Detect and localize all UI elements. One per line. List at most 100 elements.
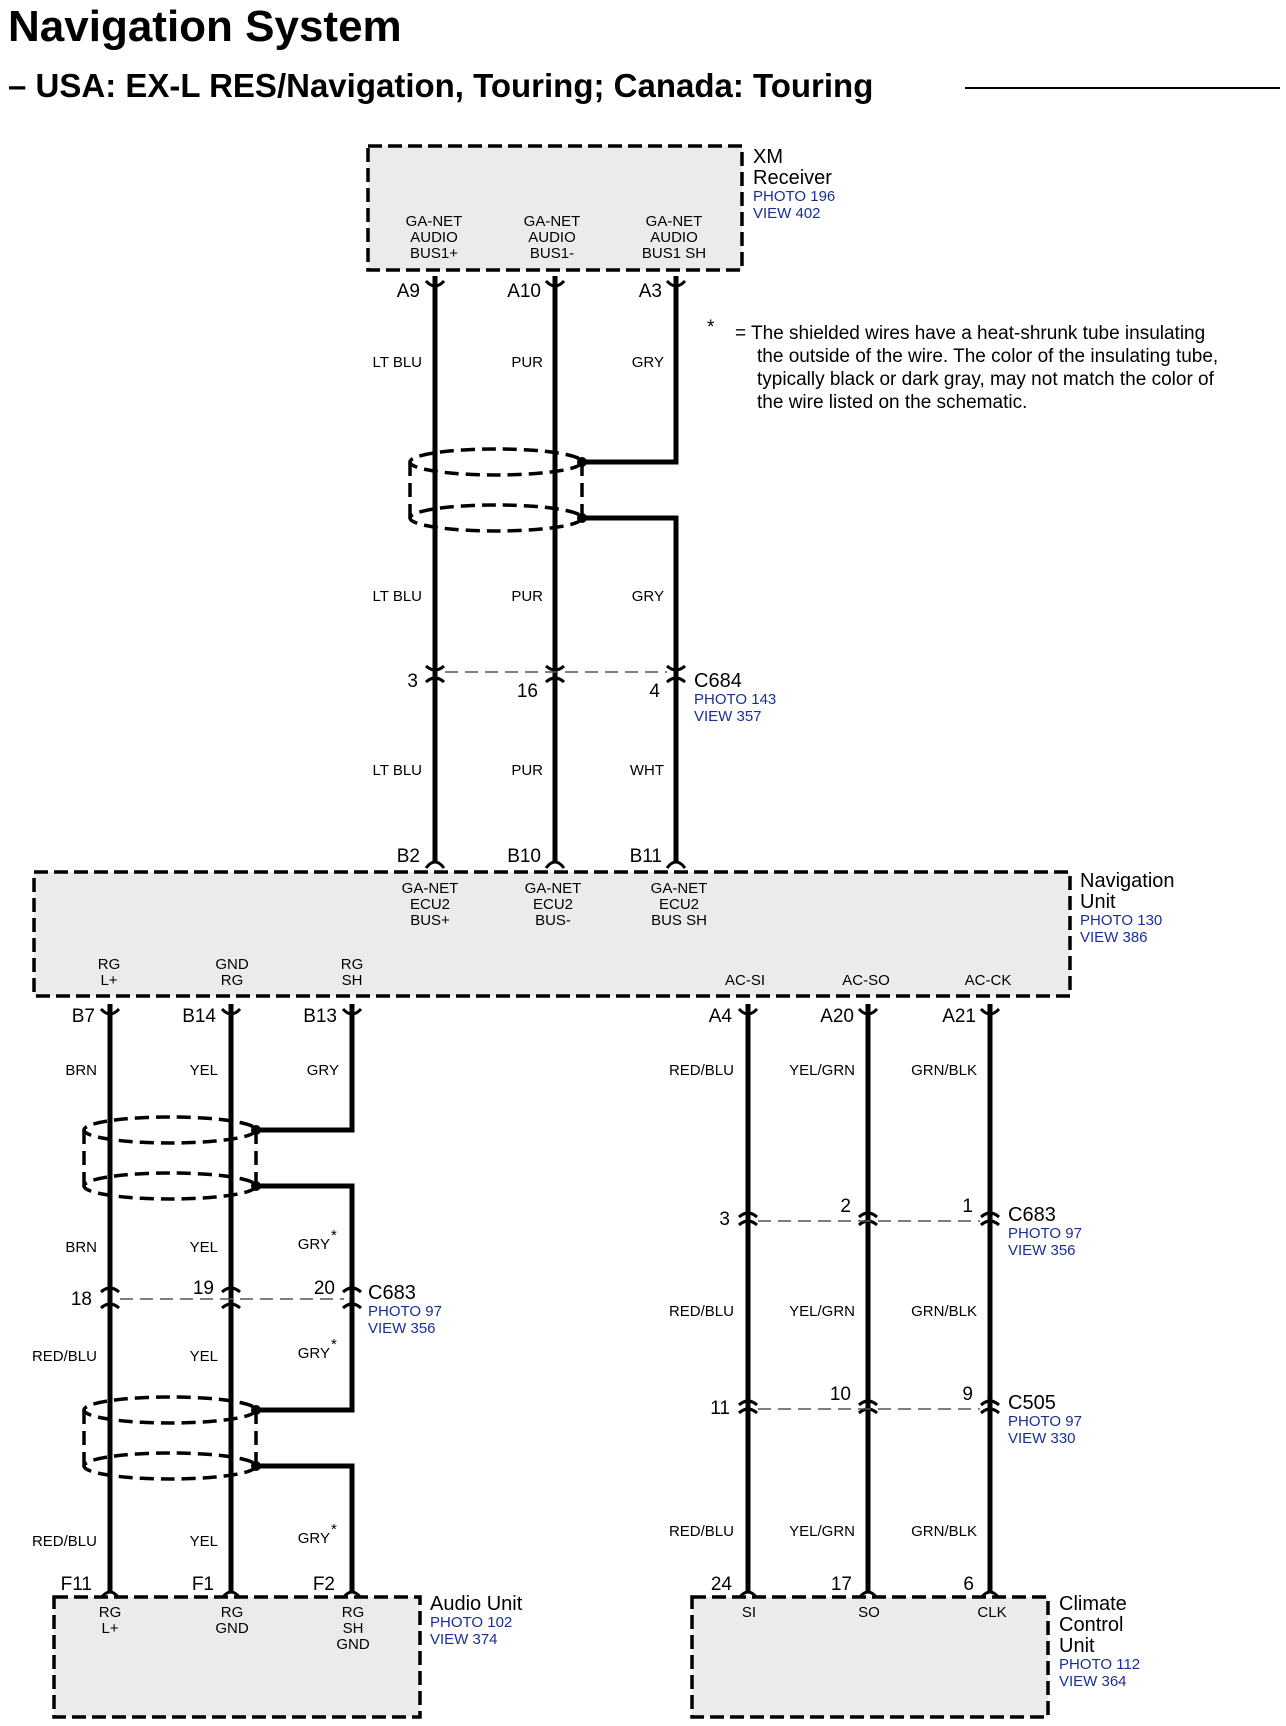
terminal-label: AC-CK: [965, 972, 1012, 989]
connector-name: C684: [694, 670, 742, 692]
terminal-label: ECU2: [410, 896, 450, 913]
wire-color: PUR: [511, 354, 543, 371]
connector-name: C505: [1008, 1392, 1056, 1414]
pin-number: A9: [397, 281, 420, 302]
wire-color: PUR: [511, 588, 543, 605]
terminal-label: GA-NET: [406, 213, 463, 230]
pin-number: A4: [709, 1006, 733, 1027]
left-shield-lower: [82, 1395, 261, 1481]
pin-number: A10: [507, 281, 541, 302]
pin-number: 3: [719, 1209, 730, 1230]
terminal-label: SH: [343, 1620, 364, 1637]
wire-color: GRN/BLK: [911, 1062, 977, 1079]
wire-color: YEL/GRN: [789, 1523, 855, 1540]
connector-view: VIEW 356: [1008, 1242, 1076, 1259]
xm-receiver-box: [366, 144, 744, 272]
pin-number: 1: [962, 1196, 973, 1217]
climate-control-unit-photo: PHOTO 112: [1059, 1656, 1140, 1673]
pin-number: 4: [649, 681, 660, 702]
pin-number: B11: [630, 846, 662, 867]
terminal-label: RG: [98, 956, 121, 973]
terminal-label: BUS1 SH: [642, 245, 706, 262]
connector-view: VIEW 356: [368, 1320, 436, 1337]
connector-c683-right: 3 2 1 C683 PHOTO 97 VIEW 356: [719, 1196, 1082, 1259]
connector-view: VIEW 330: [1008, 1430, 1076, 1447]
right-wires: [737, 1004, 1001, 1599]
connector-photo: PHOTO 97: [1008, 1413, 1082, 1430]
connector-c683-left: 18 19 20 C683 PHOTO 97 VIEW 356: [71, 1278, 442, 1337]
pin-number: 11: [710, 1398, 730, 1419]
navigation-unit-name: Unit: [1080, 891, 1116, 913]
terminal-label: BUS1-: [530, 245, 574, 262]
terminal-label: AC-SO: [842, 972, 890, 989]
wire-color: RED/BLU: [32, 1533, 97, 1550]
xm-receiver: XM Receiver PHOTO 196 VIEW 402 GA-NET AU…: [366, 144, 835, 302]
pin-number: F1: [192, 1574, 214, 1595]
terminal-label: GA-NET: [646, 213, 703, 230]
pin-number: A3: [639, 281, 662, 302]
pin-number: A21: [942, 1006, 976, 1027]
note-line: = The shielded wires have a heat-shrunk …: [735, 323, 1205, 344]
terminal-label: SI: [742, 1604, 756, 1621]
left-wire-labels: BRN YEL GRY BRN YEL GRY * RED/BLU YEL GR…: [32, 1062, 339, 1550]
wire-color: RED/BLU: [669, 1303, 734, 1320]
pin-number: 20: [314, 1278, 335, 1299]
terminal-label: ECU2: [659, 896, 699, 913]
audio-unit-photo: PHOTO 102: [430, 1614, 512, 1631]
terminal-label: GA-NET: [402, 880, 459, 897]
terminal-label: AUDIO: [650, 229, 698, 246]
terminal-label: RG: [221, 1604, 244, 1621]
pin-number: 2: [840, 1196, 851, 1217]
navigation-unit-photo: PHOTO 130: [1080, 912, 1162, 929]
terminal-label: BUS1+: [410, 245, 458, 262]
pin-number: 18: [71, 1289, 92, 1310]
page-title: Navigation System: [8, 2, 402, 51]
pin-number: 17: [831, 1574, 852, 1595]
terminal-label: CLK: [977, 1604, 1006, 1621]
shielded-wire-note: * = The shielded wires have a heat-shrun…: [707, 317, 1218, 413]
pin-number: 19: [193, 1278, 214, 1299]
pin-number: 16: [517, 681, 538, 702]
wire-color: GRN/BLK: [911, 1523, 977, 1540]
top-shield: [408, 447, 587, 533]
pin-number: 24: [711, 1574, 733, 1595]
terminal-label: GA-NET: [651, 880, 708, 897]
note-line: the outside of the wire. The color of th…: [757, 346, 1218, 367]
wire-color: LT BLU: [373, 588, 422, 605]
note-line: typically black or dark gray, may not ma…: [757, 369, 1215, 390]
terminal-label: GA-NET: [525, 880, 582, 897]
climate-control-unit-box: [690, 1595, 1050, 1719]
wire-color: YEL: [190, 1533, 218, 1550]
audio-unit-view: VIEW 374: [430, 1631, 498, 1648]
terminal-label: GND: [336, 1636, 370, 1653]
terminal-label: BUS-: [535, 912, 571, 929]
pin-number: B13: [303, 1006, 337, 1027]
terminal-label: RG: [221, 972, 244, 989]
wire-color: RED/BLU: [32, 1348, 97, 1365]
connector-view: VIEW 357: [694, 708, 762, 725]
terminal-label: L+: [100, 972, 117, 989]
wire-color: WHT: [630, 762, 664, 779]
pin-number: B2: [397, 846, 420, 867]
connector-photo: PHOTO 97: [368, 1303, 442, 1320]
climate-control-unit-view: VIEW 364: [1059, 1673, 1127, 1690]
xm-receiver-name: XM: [753, 146, 783, 168]
wire-color: RED/BLU: [669, 1062, 734, 1079]
navigation-unit-box: [32, 870, 1072, 998]
terminal-label: GND: [215, 1620, 249, 1637]
wire-color: GRY: [632, 354, 664, 371]
audio-unit-box: [52, 1595, 422, 1719]
terminal-label: RG: [99, 1604, 122, 1621]
climate-control-unit-name: Control: [1059, 1614, 1123, 1636]
wire-color: GRY: [632, 588, 664, 605]
connector-name: C683: [368, 1282, 416, 1304]
climate-control-unit-name: Climate: [1059, 1593, 1127, 1615]
xm-receiver-photo: PHOTO 196: [753, 188, 835, 205]
wire-color: YEL/GRN: [789, 1303, 855, 1320]
wire-color: RED/BLU: [669, 1523, 734, 1540]
wire-color: YEL: [190, 1348, 218, 1365]
connector-photo: PHOTO 97: [1008, 1225, 1082, 1242]
note-symbol: *: [707, 317, 715, 338]
page-subtitle: – USA: EX-L RES/Navigation, Touring; Can…: [8, 67, 873, 104]
